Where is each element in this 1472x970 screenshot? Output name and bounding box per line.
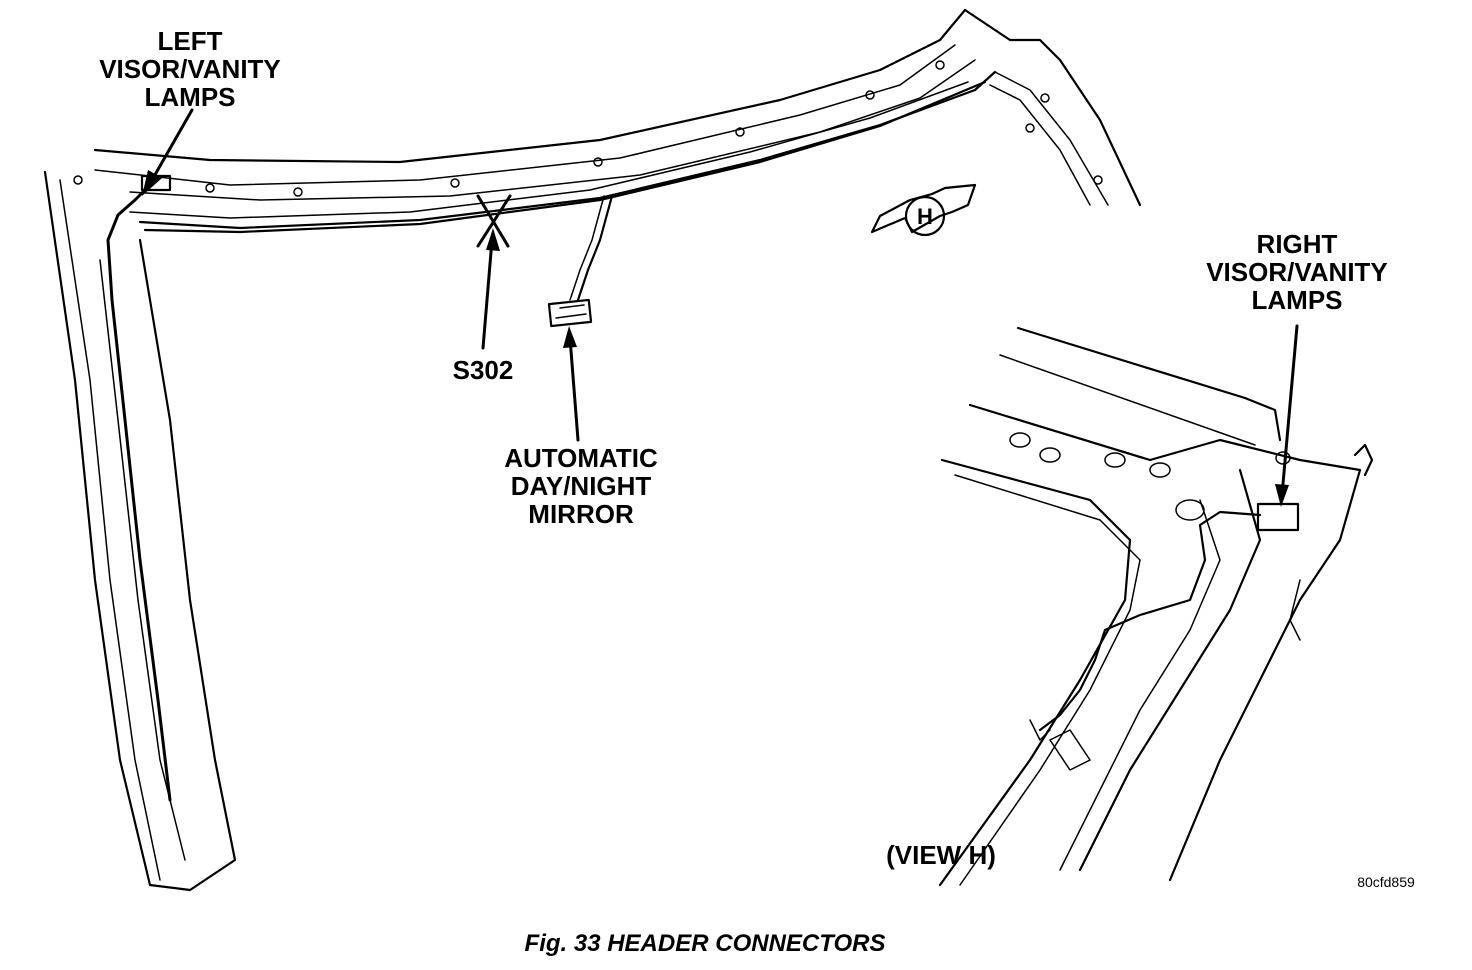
right-lamps-label: RIGHT VISOR/VANITY LAMPS — [1206, 229, 1388, 315]
svg-text:RIGHT: RIGHT — [1257, 229, 1338, 259]
figure-caption: Fig. 33 HEADER CONNECTORS — [525, 930, 886, 957]
view-h-marker-letter: H — [917, 204, 933, 229]
left-a-pillar — [43, 170, 237, 892]
svg-text:MIRROR: MIRROR — [528, 499, 634, 529]
mirror-connector — [547, 298, 593, 328]
right-a-pillar — [963, 8, 1142, 207]
left-lamps-label: LEFT VISOR/VANITY LAMPS — [99, 26, 281, 112]
svg-text:AUTOMATIC: AUTOMATIC — [504, 443, 658, 473]
mirror-label: AUTOMATIC DAY/NIGHT MIRROR — [504, 443, 658, 529]
s302-arrow — [481, 238, 494, 350]
left-lamps-arrow — [150, 108, 194, 182]
svg-text:VISOR/VANITY: VISOR/VANITY — [99, 54, 281, 84]
header-inner-edge — [138, 70, 997, 230]
view-h-direction-arrow: H — [870, 183, 977, 237]
windshield-header-assembly — [43, 8, 1142, 892]
svg-text:LAMPS: LAMPS — [1252, 285, 1343, 315]
svg-text:VISOR/VANITY: VISOR/VANITY — [1206, 257, 1388, 287]
header-mount-holes — [73, 60, 1103, 197]
view-h-caption: (VIEW H) — [886, 840, 996, 870]
svg-text:LAMPS: LAMPS — [145, 82, 236, 112]
callout-arrows — [142, 108, 1299, 507]
svg-text:LEFT: LEFT — [158, 26, 223, 56]
splice-s302-label: S302 — [453, 355, 514, 385]
mirror-arrow — [568, 336, 580, 442]
splice-s302-mark — [476, 194, 512, 248]
header-top-edge — [93, 8, 967, 164]
right-lamps-arrow — [1280, 324, 1299, 497]
header-wiring-harness — [106, 183, 172, 802]
view-h-marker-circle — [904, 195, 946, 237]
mirror-lead — [576, 194, 614, 302]
right-lamp-connector — [1256, 502, 1300, 532]
view-h-detail — [938, 326, 1374, 887]
right-lamp-wire — [1038, 510, 1262, 732]
svg-text:DAY/NIGHT: DAY/NIGHT — [511, 471, 652, 501]
figure-code: 80cfd859 — [1357, 874, 1415, 890]
